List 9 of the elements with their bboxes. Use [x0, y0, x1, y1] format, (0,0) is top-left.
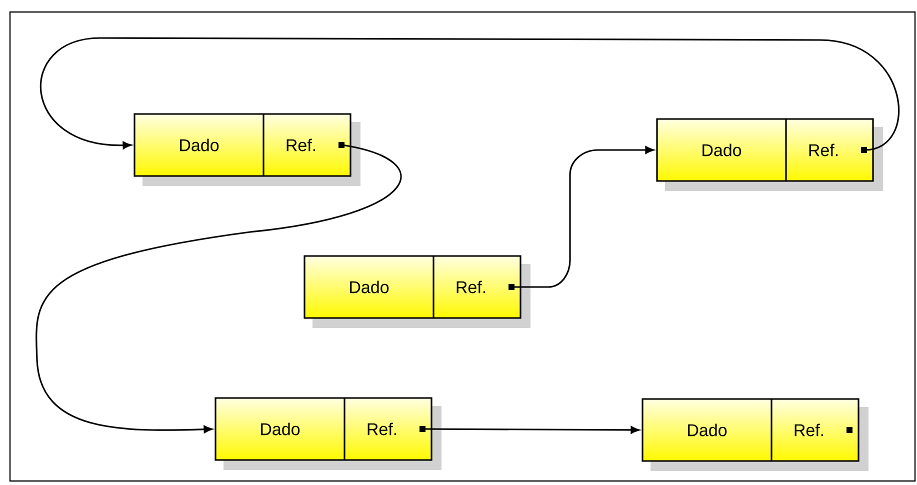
arrow — [512, 146, 654, 288]
arrow — [423, 426, 640, 434]
list-node-box: Dado Ref. — [656, 118, 883, 191]
list-node-box: Dado Ref. — [642, 398, 868, 471]
list-node-box: Dado Ref. — [134, 113, 360, 186]
arrow — [36, 144, 401, 434]
list-node-box: Dado Ref. — [304, 255, 530, 328]
list-node-box: Dado Ref. — [214, 397, 442, 470]
arrow — [40, 37, 900, 151]
